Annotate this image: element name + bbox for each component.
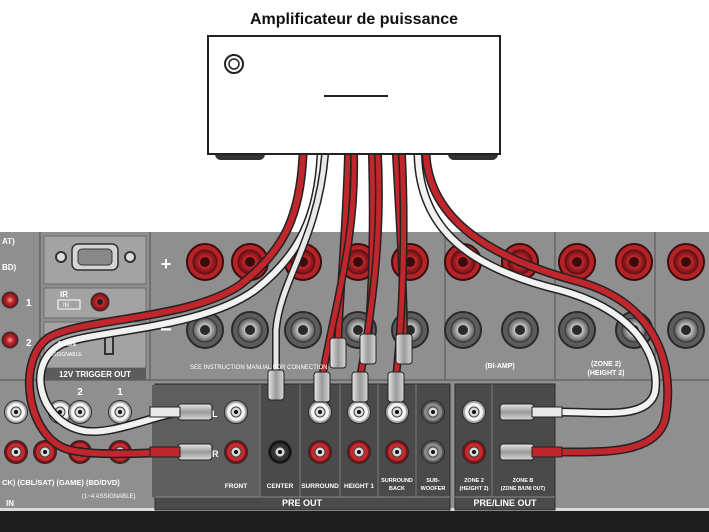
amplifier-title: Amplificateur de puissance xyxy=(250,11,458,28)
rca-jack xyxy=(33,440,57,464)
instruction-label: SEE INSTRUCTION MANUAL FOR CONNECTION xyxy=(190,365,327,371)
rca-jack xyxy=(308,440,332,464)
zone2-label-1: ZONE 2 xyxy=(464,478,484,484)
rca-jack xyxy=(68,400,92,424)
panel-num-2: 2 xyxy=(26,338,32,349)
cables xyxy=(24,150,673,459)
surround-back-label-2: BACK xyxy=(389,486,405,492)
zoneb-label-1: ZONE B xyxy=(513,478,534,484)
pre-line-out-section-label: PRE/LINE OUT xyxy=(473,498,537,508)
rca-jack xyxy=(421,400,445,424)
rca-jack xyxy=(462,400,486,424)
pre-out-l-label: L xyxy=(212,409,218,419)
surround-back-label-1: SURROUND xyxy=(381,478,413,484)
height1-label: HEIGHT 1 xyxy=(344,483,374,490)
bd-label: BD) xyxy=(2,263,17,272)
rca-jack xyxy=(385,400,409,424)
surround-label: SURROUND xyxy=(301,483,339,490)
rca-jack xyxy=(224,400,248,424)
rca-jack xyxy=(224,440,248,464)
rca-jack xyxy=(421,440,445,464)
subwoofer-label-2: WOOFER xyxy=(421,486,446,492)
bi-amp-label: (BI-AMP) xyxy=(485,363,515,370)
minus-label: − xyxy=(160,319,172,341)
main-label: MAIN xyxy=(58,341,76,348)
zone2-label-2: (HEIGHT 2) xyxy=(459,486,488,492)
pre-out-r-label: R xyxy=(212,449,219,459)
rca-jack xyxy=(4,400,28,424)
input-assignable-label: (1~4 ASSIGNABLE) xyxy=(82,494,136,500)
rca-plugs xyxy=(149,333,563,461)
plus-label: + xyxy=(161,254,172,274)
panel-num-1: 1 xyxy=(26,298,32,309)
center-label: CENTER xyxy=(267,483,294,490)
rca-jack xyxy=(308,400,332,424)
sat-label: AT) xyxy=(2,237,15,246)
rca-jack xyxy=(347,400,371,424)
power-amplifier xyxy=(207,35,501,160)
rca-jacks xyxy=(4,400,486,464)
assignable-small-label: ASSIGNABLE xyxy=(50,352,82,358)
rca-jack xyxy=(347,440,371,464)
ir-in-label: IN xyxy=(63,303,69,309)
trigger-label: 12V TRIGGER OUT xyxy=(59,370,131,379)
input-num-2: 2 xyxy=(77,387,83,398)
front-label: FRONT xyxy=(225,483,247,490)
input-bottom-labels: CK) (CBL/SAT) (GAME) (BD/DVD) xyxy=(2,478,120,487)
ir-label: IR xyxy=(60,290,68,299)
rca-jack xyxy=(385,440,409,464)
zoneb-label-2: (ZONE B/UNI OUT) xyxy=(501,486,545,492)
rca-jack xyxy=(462,440,486,464)
rca-jack xyxy=(108,400,132,424)
speaker-terminal xyxy=(558,243,596,349)
speaker-terminal xyxy=(667,243,705,349)
pre-out-section-label: PRE OUT xyxy=(282,498,323,508)
rca-jack xyxy=(268,440,292,464)
zone2-top-label: (ZONE 2) xyxy=(591,361,621,368)
rca-jack xyxy=(4,440,28,464)
input-num-1: 1 xyxy=(117,387,123,398)
height2-top-label: (HEIGHT 2) xyxy=(588,370,625,377)
speaker-terminal xyxy=(186,243,224,349)
input-in-label: IN xyxy=(6,499,14,508)
subwoofer-label-1: SUB- xyxy=(426,478,440,484)
